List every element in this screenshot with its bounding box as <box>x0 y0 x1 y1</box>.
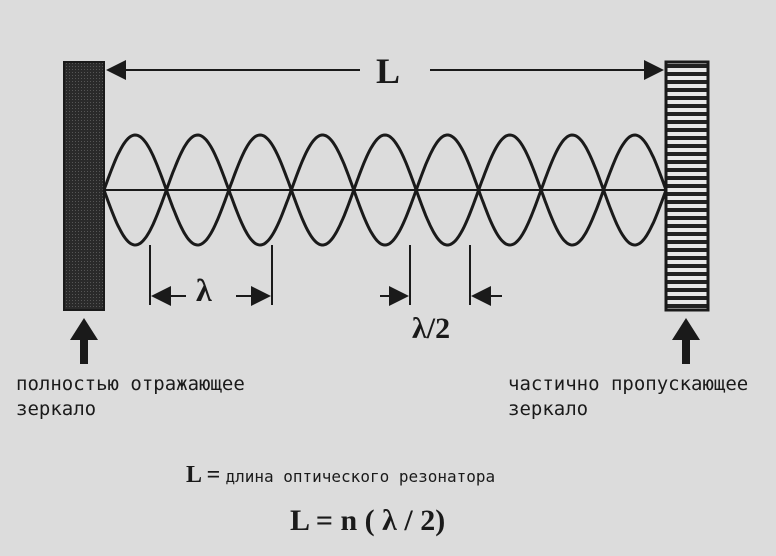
resonance-formula: L = n ( λ / 2) <box>290 504 446 537</box>
right-mirror-label: частично пропускающее зеркало <box>508 372 748 422</box>
right-mirror <box>664 60 710 312</box>
left-mirror-pointer-arrow <box>70 318 98 364</box>
wavelength-label: λ <box>196 272 212 308</box>
left-mirror-label: полностью отражающее зеркало <box>16 372 245 422</box>
left-mirror-label-line1: полностью отражающее <box>16 373 245 395</box>
right-mirror-label-line2: зеркало <box>508 398 589 420</box>
length-definition-symbol: L = <box>186 462 221 488</box>
length-definition-text: длина оптического резонатора <box>225 467 496 486</box>
standing-wave-upper <box>102 133 668 247</box>
left-mirror <box>63 61 105 311</box>
right-mirror-label-line1: частично пропускающее <box>508 373 749 395</box>
resonator-length-label: L <box>376 51 401 91</box>
standing-wave-lower <box>102 133 668 247</box>
half-wavelength-label: λ/2 <box>412 312 451 345</box>
length-definition: L = длина оптического резонатора <box>186 462 495 489</box>
left-mirror-label-line2: зеркало <box>16 398 97 420</box>
right-mirror-pointer-arrow <box>672 318 700 364</box>
